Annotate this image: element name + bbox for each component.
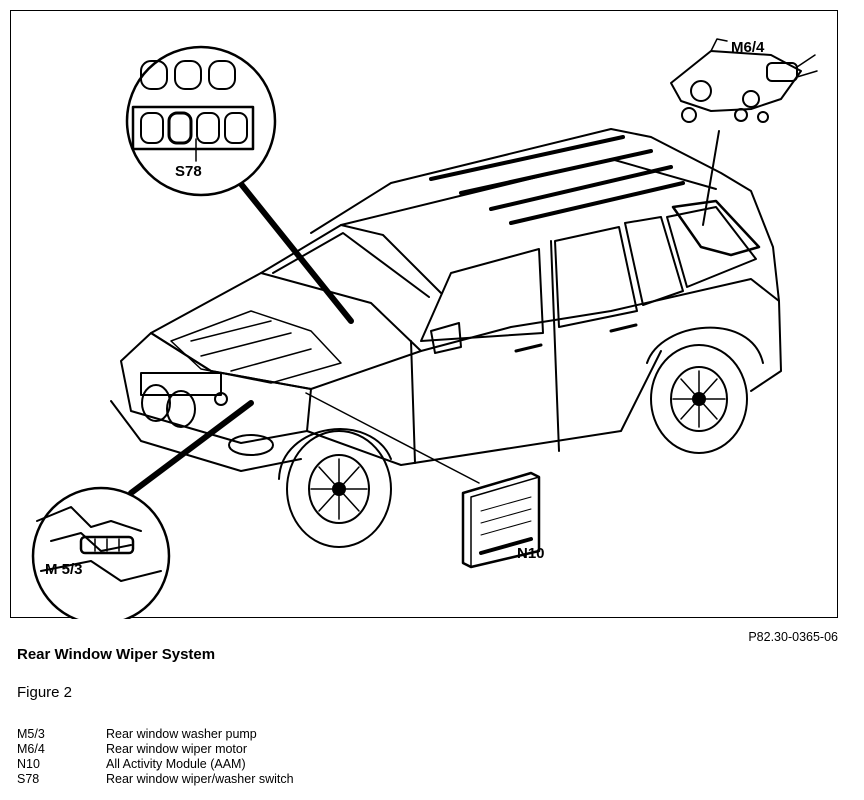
n10-leader-line <box>305 392 480 484</box>
legend-code: M6/4 <box>17 742 45 756</box>
s78-detail-circle <box>125 45 277 197</box>
legend-row: N10 All Activity Module (AAM) <box>17 757 294 772</box>
legend-description: Rear window wiper motor <box>106 742 248 756</box>
m64-callout: M6/4 <box>731 39 765 56</box>
diagram-frame: S78 M6/4 N10 M 5/3 <box>10 10 838 619</box>
m53-detail-circle <box>31 486 171 619</box>
legend-row: M6/4 Rear window wiper motor <box>17 742 294 757</box>
n10-module <box>461 471 541 569</box>
car-body <box>110 128 782 548</box>
m64-motor-sketch <box>670 38 818 123</box>
m53-leader-line <box>128 400 254 496</box>
m64-leader-line <box>702 130 720 226</box>
legend-description: All Activity Module (AAM) <box>106 757 246 771</box>
figure-reference-code: P82.30-0365-06 <box>748 630 838 644</box>
vehicle-illustration <box>31 38 818 619</box>
legend-description: Rear window washer pump <box>106 727 257 741</box>
legend-description: Rear window wiper/washer switch <box>106 772 294 786</box>
legend: M5/3 Rear window washer pump M6/4 Rear w… <box>17 727 294 787</box>
s78-leader-line <box>218 156 354 324</box>
legend-row: M5/3 Rear window washer pump <box>17 727 294 742</box>
legend-code: N10 <box>17 757 40 771</box>
m53-callout: M 5/3 <box>45 561 83 578</box>
legend-code: S78 <box>17 772 40 786</box>
legend-row: S78 Rear window wiper/washer switch <box>17 772 294 787</box>
figure-title: Rear Window Wiper System <box>17 646 216 663</box>
s78-callout: S78 <box>175 163 202 180</box>
figure-number: Figure 2 <box>17 684 73 701</box>
legend-code: M5/3 <box>17 727 45 741</box>
n10-callout: N10 <box>517 545 545 562</box>
